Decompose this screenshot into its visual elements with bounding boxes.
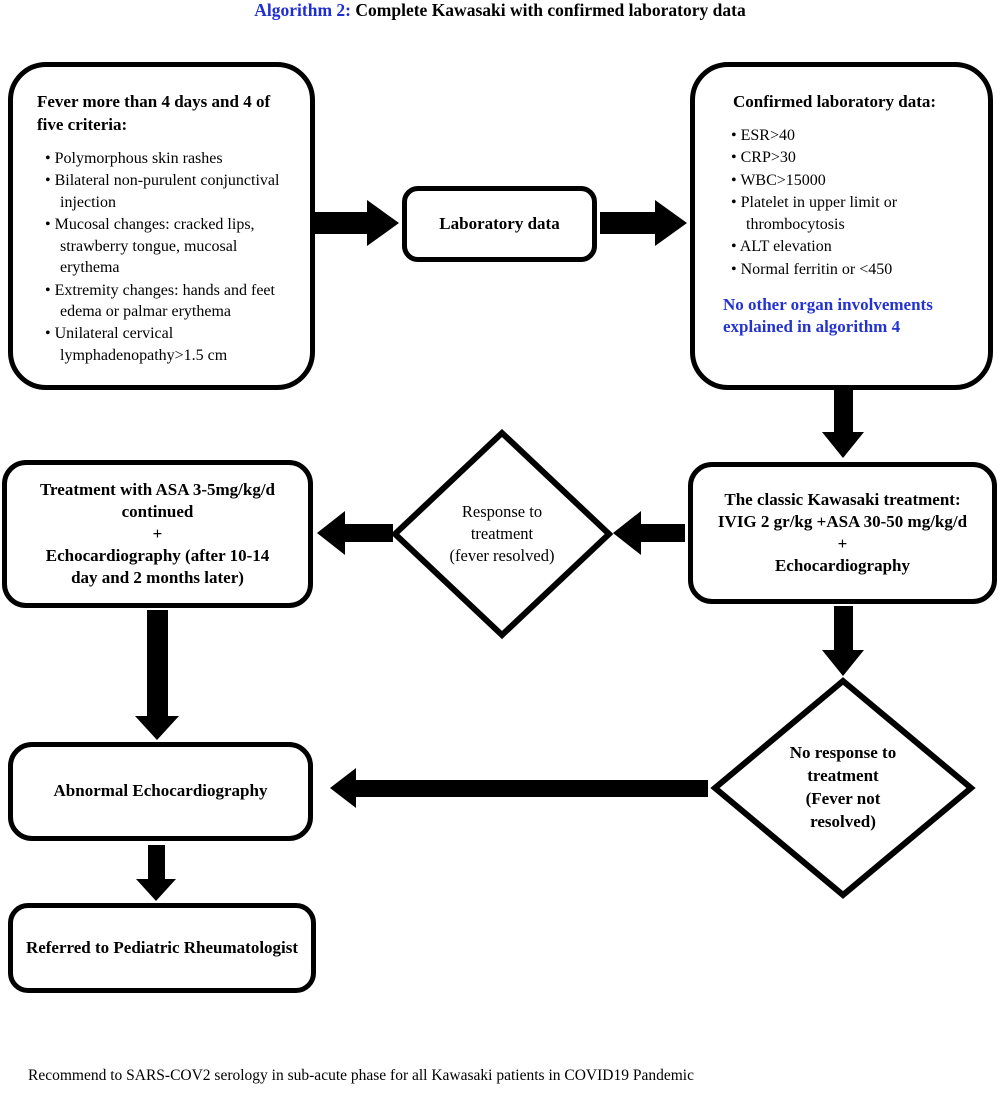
node-classic-treatment: The classic Kawasaki treatment: IVIG 2 g… — [688, 462, 997, 604]
arrow-down-icon — [135, 610, 179, 740]
criteria-bullet: Polymorphous skin rashes — [45, 148, 294, 169]
arrow-down-icon — [136, 845, 176, 901]
response-diamond-text: Response to treatment (fever resolved) — [449, 501, 555, 566]
laboratory-label: Laboratory data — [439, 213, 560, 233]
footnote: Recommend to SARS-COV2 serology in sub-a… — [28, 1067, 694, 1084]
node-laboratory-data: Laboratory data — [402, 186, 597, 262]
node-fever-criteria: Fever more than 4 days and 4 of five cri… — [8, 62, 315, 390]
confirmed-bullet: ESR>40 — [731, 125, 972, 146]
diamond-shape — [710, 677, 976, 899]
criteria-bullet: Mucosal changes: cracked lips, strawberr… — [45, 214, 294, 278]
asa-treatment-text: Treatment with ASA 3-5mg/kg/d continued … — [39, 479, 276, 588]
criteria-bullet: Unilateral cervical lymphadenopathy>1.5 … — [45, 323, 294, 366]
arrow-right-icon — [600, 200, 687, 246]
arrow-right-icon — [315, 200, 399, 246]
criteria-list: Polymorphous skin rashes Bilateral non-p… — [37, 148, 294, 366]
node-asa-treatment: Treatment with ASA 3-5mg/kg/d continued … — [2, 460, 313, 608]
referred-label: Referred to Pediatric Rheumatologist — [25, 937, 299, 957]
confirmed-bullet: Normal ferritin or <450 — [731, 259, 972, 280]
decision-response-to-treatment: Response to treatment (fever resolved) — [390, 428, 614, 640]
diamond-shape — [390, 428, 614, 640]
confirmed-bullet: CRP>30 — [731, 147, 972, 168]
confirmed-bullet: Platelet in upper limit or thrombocytosi… — [731, 192, 972, 235]
criteria-heading: Fever more than 4 days and 4 of five cri… — [37, 92, 271, 134]
abnormal-echo-label: Abnormal Echocardiography — [53, 781, 268, 801]
node-confirmed-lab-data: Confirmed laboratory data: ESR>40 CRP>30… — [690, 62, 993, 390]
diagram-title: Algorithm 2: Complete Kawasaki with conf… — [0, 0, 1000, 21]
confirmed-heading: Confirmed laboratory data: — [733, 92, 937, 111]
arrow-down-icon — [822, 390, 864, 458]
arrow-down-icon — [822, 606, 864, 676]
confirmed-note: No other organ involvements explained in… — [723, 295, 933, 337]
arrow-left-icon — [330, 768, 708, 808]
node-abnormal-echo: Abnormal Echocardiography — [8, 742, 313, 841]
confirmed-list: ESR>40 CRP>30 WBC>15000 Platelet in uppe… — [723, 125, 972, 280]
classic-treatment-text: The classic Kawasaki treatment: IVIG 2 g… — [717, 489, 968, 576]
arrow-left-icon — [317, 511, 393, 555]
criteria-bullet: Extremity changes: hands and feet edema … — [45, 280, 294, 323]
no-response-diamond-text: No response to treatment (Fever not reso… — [789, 743, 897, 831]
diagram-title-label: Algorithm 2: — [254, 0, 352, 20]
criteria-bullet: Bilateral non-purulent conjunctival inje… — [45, 170, 294, 213]
confirmed-bullet: ALT elevation — [731, 236, 972, 257]
confirmed-bullet: WBC>15000 — [731, 170, 972, 191]
node-referred-rheumatologist: Referred to Pediatric Rheumatologist — [8, 903, 316, 993]
arrow-left-icon — [613, 511, 685, 555]
decision-no-response: No response to treatment (Fever not reso… — [710, 676, 976, 900]
diagram-title-text: Complete Kawasaki with confirmed laborat… — [351, 0, 746, 20]
